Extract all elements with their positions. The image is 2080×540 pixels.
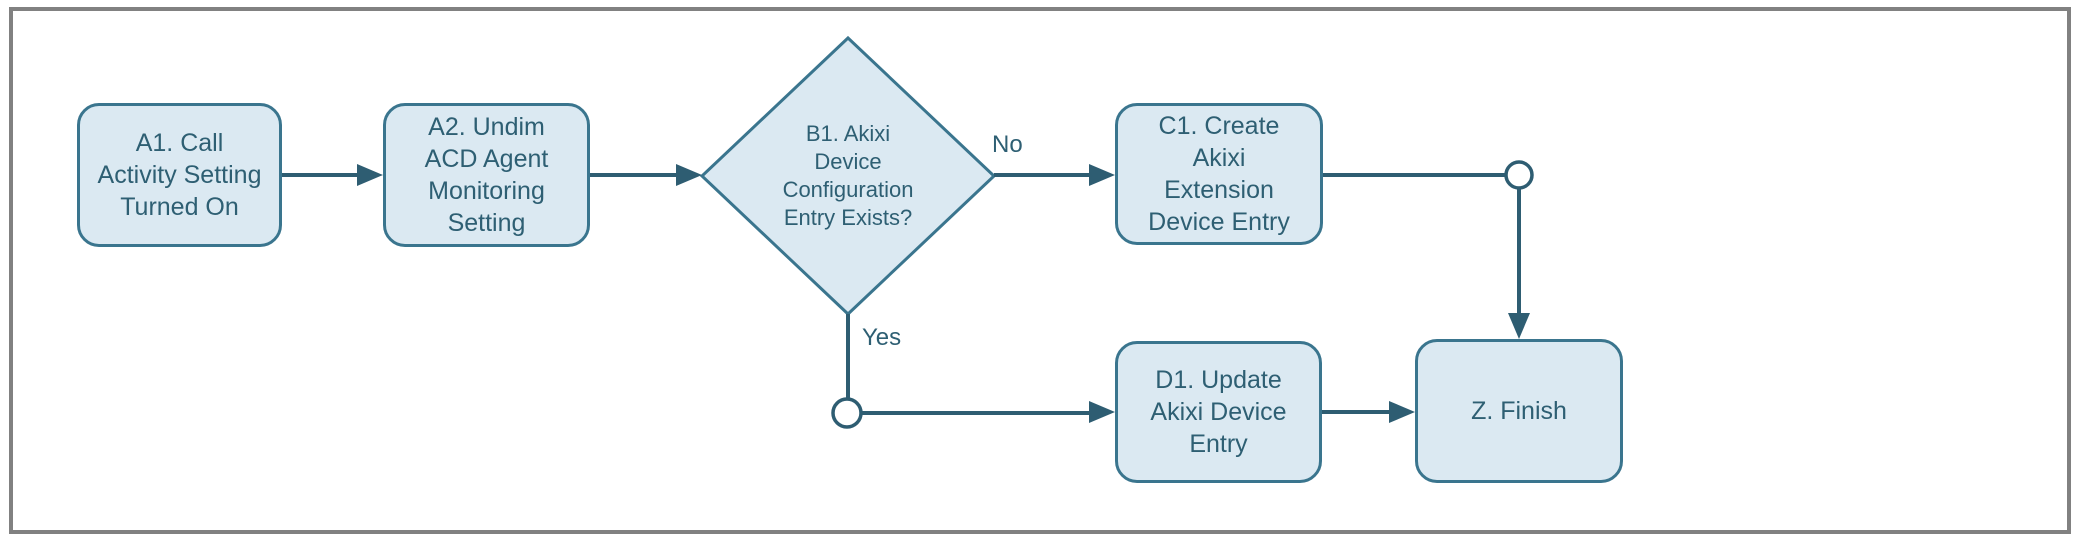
node-a2-undim-acd-agent: A2. Undim ACD Agent Monitoring Setting — [383, 103, 590, 247]
node-a1-line: A1. Call — [135, 129, 224, 157]
node-c1-line: Akixi — [1192, 144, 1246, 172]
node-d1-line: D1. Update — [1155, 366, 1282, 394]
node-b1-line: B1. Akixi — [805, 121, 891, 146]
edge-b1-c1-arrowhead — [1089, 164, 1115, 186]
node-a2-line: ACD Agent — [424, 145, 549, 173]
edge-junction-d1-arrowhead — [1089, 401, 1115, 423]
node-d1-update-akixi-device: D1. Update Akixi Device Entry — [1115, 341, 1322, 483]
node-d1-line: Entry — [1189, 430, 1248, 458]
node-a2-line: A2. Undim — [428, 113, 545, 141]
node-d1-line: Akixi Device — [1150, 398, 1287, 426]
node-b1-line: Entry Exists? — [783, 205, 913, 230]
node-c1-line: Device Entry — [1148, 208, 1290, 236]
node-b1-decision-label: B1. Akixi Device Configuration Entry Exi… — [738, 104, 958, 248]
edge-junction-z-arrowhead — [1508, 313, 1530, 339]
node-a2-line: Monitoring — [428, 177, 545, 205]
node-c1-line: C1. Create — [1158, 112, 1280, 140]
edge-a1-a2-arrowhead — [357, 164, 383, 186]
edge-a2-b1-arrowhead — [676, 164, 702, 186]
edge-label-yes: Yes — [862, 324, 902, 351]
node-c1-create-akixi-extension: C1. Create Akixi Extension Device Entry — [1115, 103, 1323, 245]
node-a1-line: Turned On — [120, 193, 239, 221]
node-c1-line: Extension — [1164, 176, 1274, 204]
node-a1-call-activity-setting: A1. Call Activity Setting Turned On — [77, 103, 282, 247]
junction-circle-top — [1504, 160, 1534, 190]
node-a1-line: Activity Setting — [97, 161, 262, 189]
node-a2-line: Setting — [447, 209, 526, 237]
node-z-line: Z. Finish — [1471, 397, 1567, 425]
diagram-frame — [9, 7, 2071, 534]
junction-circle-bottom — [831, 397, 863, 429]
edge-label-no: No — [992, 131, 1023, 158]
node-b1-line: Configuration — [782, 177, 914, 202]
node-z-finish: Z. Finish — [1415, 339, 1623, 483]
edge-d1-z-arrowhead — [1389, 401, 1415, 423]
node-b1-line: Device — [814, 149, 882, 174]
